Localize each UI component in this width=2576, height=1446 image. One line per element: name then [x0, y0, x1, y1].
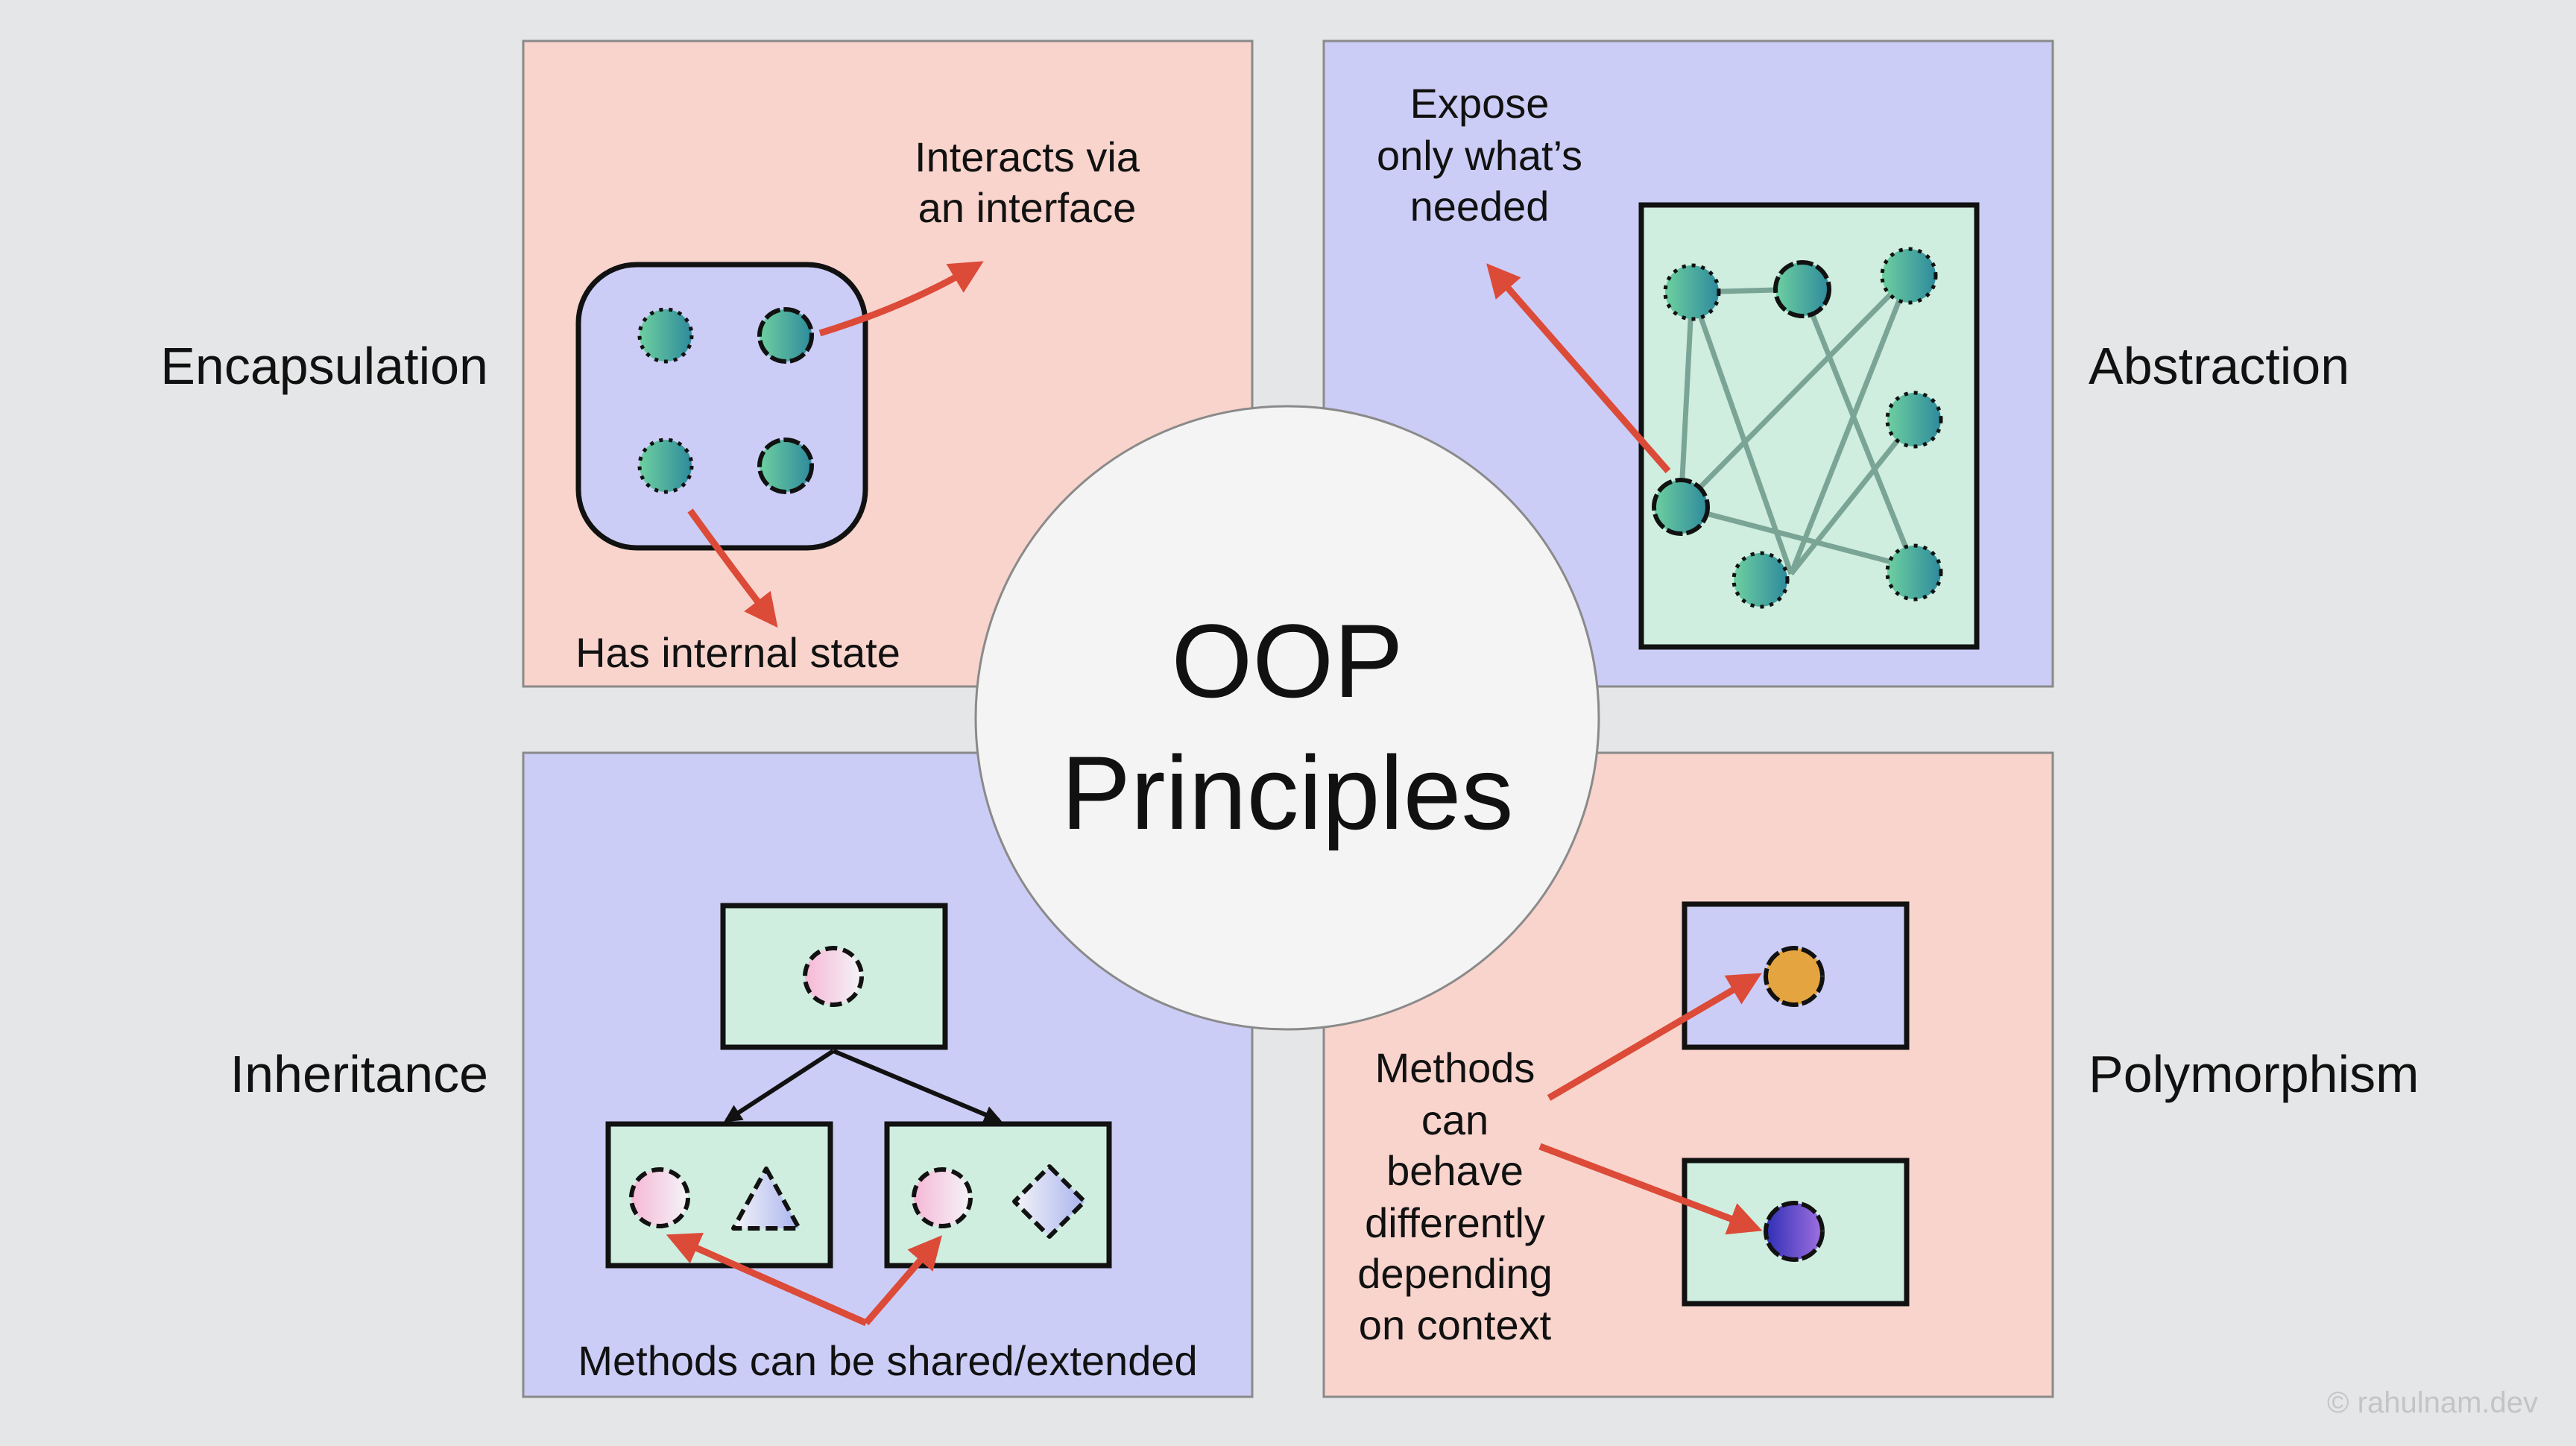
center-circle — [974, 405, 1600, 1031]
expose-note-line-3: needed — [1410, 183, 1550, 230]
node-dot — [1773, 260, 1831, 318]
polymorphism-illustration: Methods can behave differently depending… — [1357, 901, 1910, 1348]
shared-method-arrow-left — [666, 1232, 868, 1327]
abstraction-label: Abstraction — [2089, 337, 2349, 395]
polymorphism-label: Polymorphism — [2089, 1045, 2419, 1103]
private-state-dot — [637, 307, 694, 364]
encapsulation-illustration: Interacts via an interface Has internal … — [575, 133, 1140, 676]
internal-state-note: Has internal state — [575, 629, 900, 676]
interface-note-line-2: an interface — [918, 184, 1137, 231]
inherit-arrow-left — [723, 1049, 835, 1123]
polymorphism-note-line-5: depending — [1357, 1250, 1553, 1297]
diagram-title-line-2: Principles — [1061, 734, 1514, 851]
shared-extended-note: Methods can be shared/extended — [578, 1337, 1197, 1384]
method-behavior-a — [1764, 946, 1825, 1007]
abstraction-illustration: Expose only what’s needed — [1377, 80, 1980, 650]
shared-method-arrow-right — [863, 1235, 942, 1325]
interface-note-line-1: Interacts via — [915, 133, 1140, 180]
inheritance-illustration: Methods can be shared/extended — [578, 903, 1198, 1384]
polymorphism-note-line-6: on context — [1359, 1301, 1552, 1348]
expose-note-line-1: Expose — [1410, 80, 1550, 127]
node-dot — [1885, 543, 1943, 602]
private-state-dot — [637, 438, 694, 494]
credit-watermark: © rahulnam.dev — [2327, 1386, 2538, 1419]
parent-method-circle — [803, 946, 864, 1007]
method-behavior-b — [1764, 1201, 1825, 1262]
polymorphism-note-line-4: differently — [1365, 1199, 1545, 1246]
inheritance-label: Inheritance — [230, 1045, 488, 1103]
diagram-title-line-1: OOP — [1171, 602, 1403, 719]
inherit-arrow-right — [832, 1049, 1003, 1123]
node-dot — [1731, 551, 1790, 609]
extended-method-triangle — [731, 1166, 801, 1231]
polymorphism-note-line-3: behave — [1386, 1147, 1524, 1194]
polymorphism-note-line-1: Methods — [1375, 1044, 1535, 1091]
expose-arrow — [1486, 263, 1671, 473]
encapsulation-label: Encapsulation — [160, 337, 488, 395]
node-dot — [1880, 247, 1938, 305]
interface-dot — [757, 307, 814, 364]
inherited-method-circle — [629, 1167, 690, 1228]
expose-note-line-2: only what’s — [1377, 132, 1582, 179]
inherited-method-circle — [912, 1167, 973, 1228]
internal-state-arrow — [687, 508, 778, 628]
behavior-arrow-a — [1547, 973, 1762, 1101]
behavior-arrow-b — [1538, 1143, 1763, 1235]
exposed-node-dot — [1652, 478, 1710, 536]
interface-arrow — [818, 261, 984, 337]
capsule-object — [575, 262, 868, 551]
hidden-connections — [1678, 274, 1917, 576]
interface-dot — [757, 438, 814, 494]
node-dot — [1663, 263, 1721, 321]
node-dot — [1885, 391, 1943, 449]
polymorphism-note-line-2: can — [1421, 1096, 1489, 1143]
extended-method-diamond — [1012, 1164, 1087, 1239]
